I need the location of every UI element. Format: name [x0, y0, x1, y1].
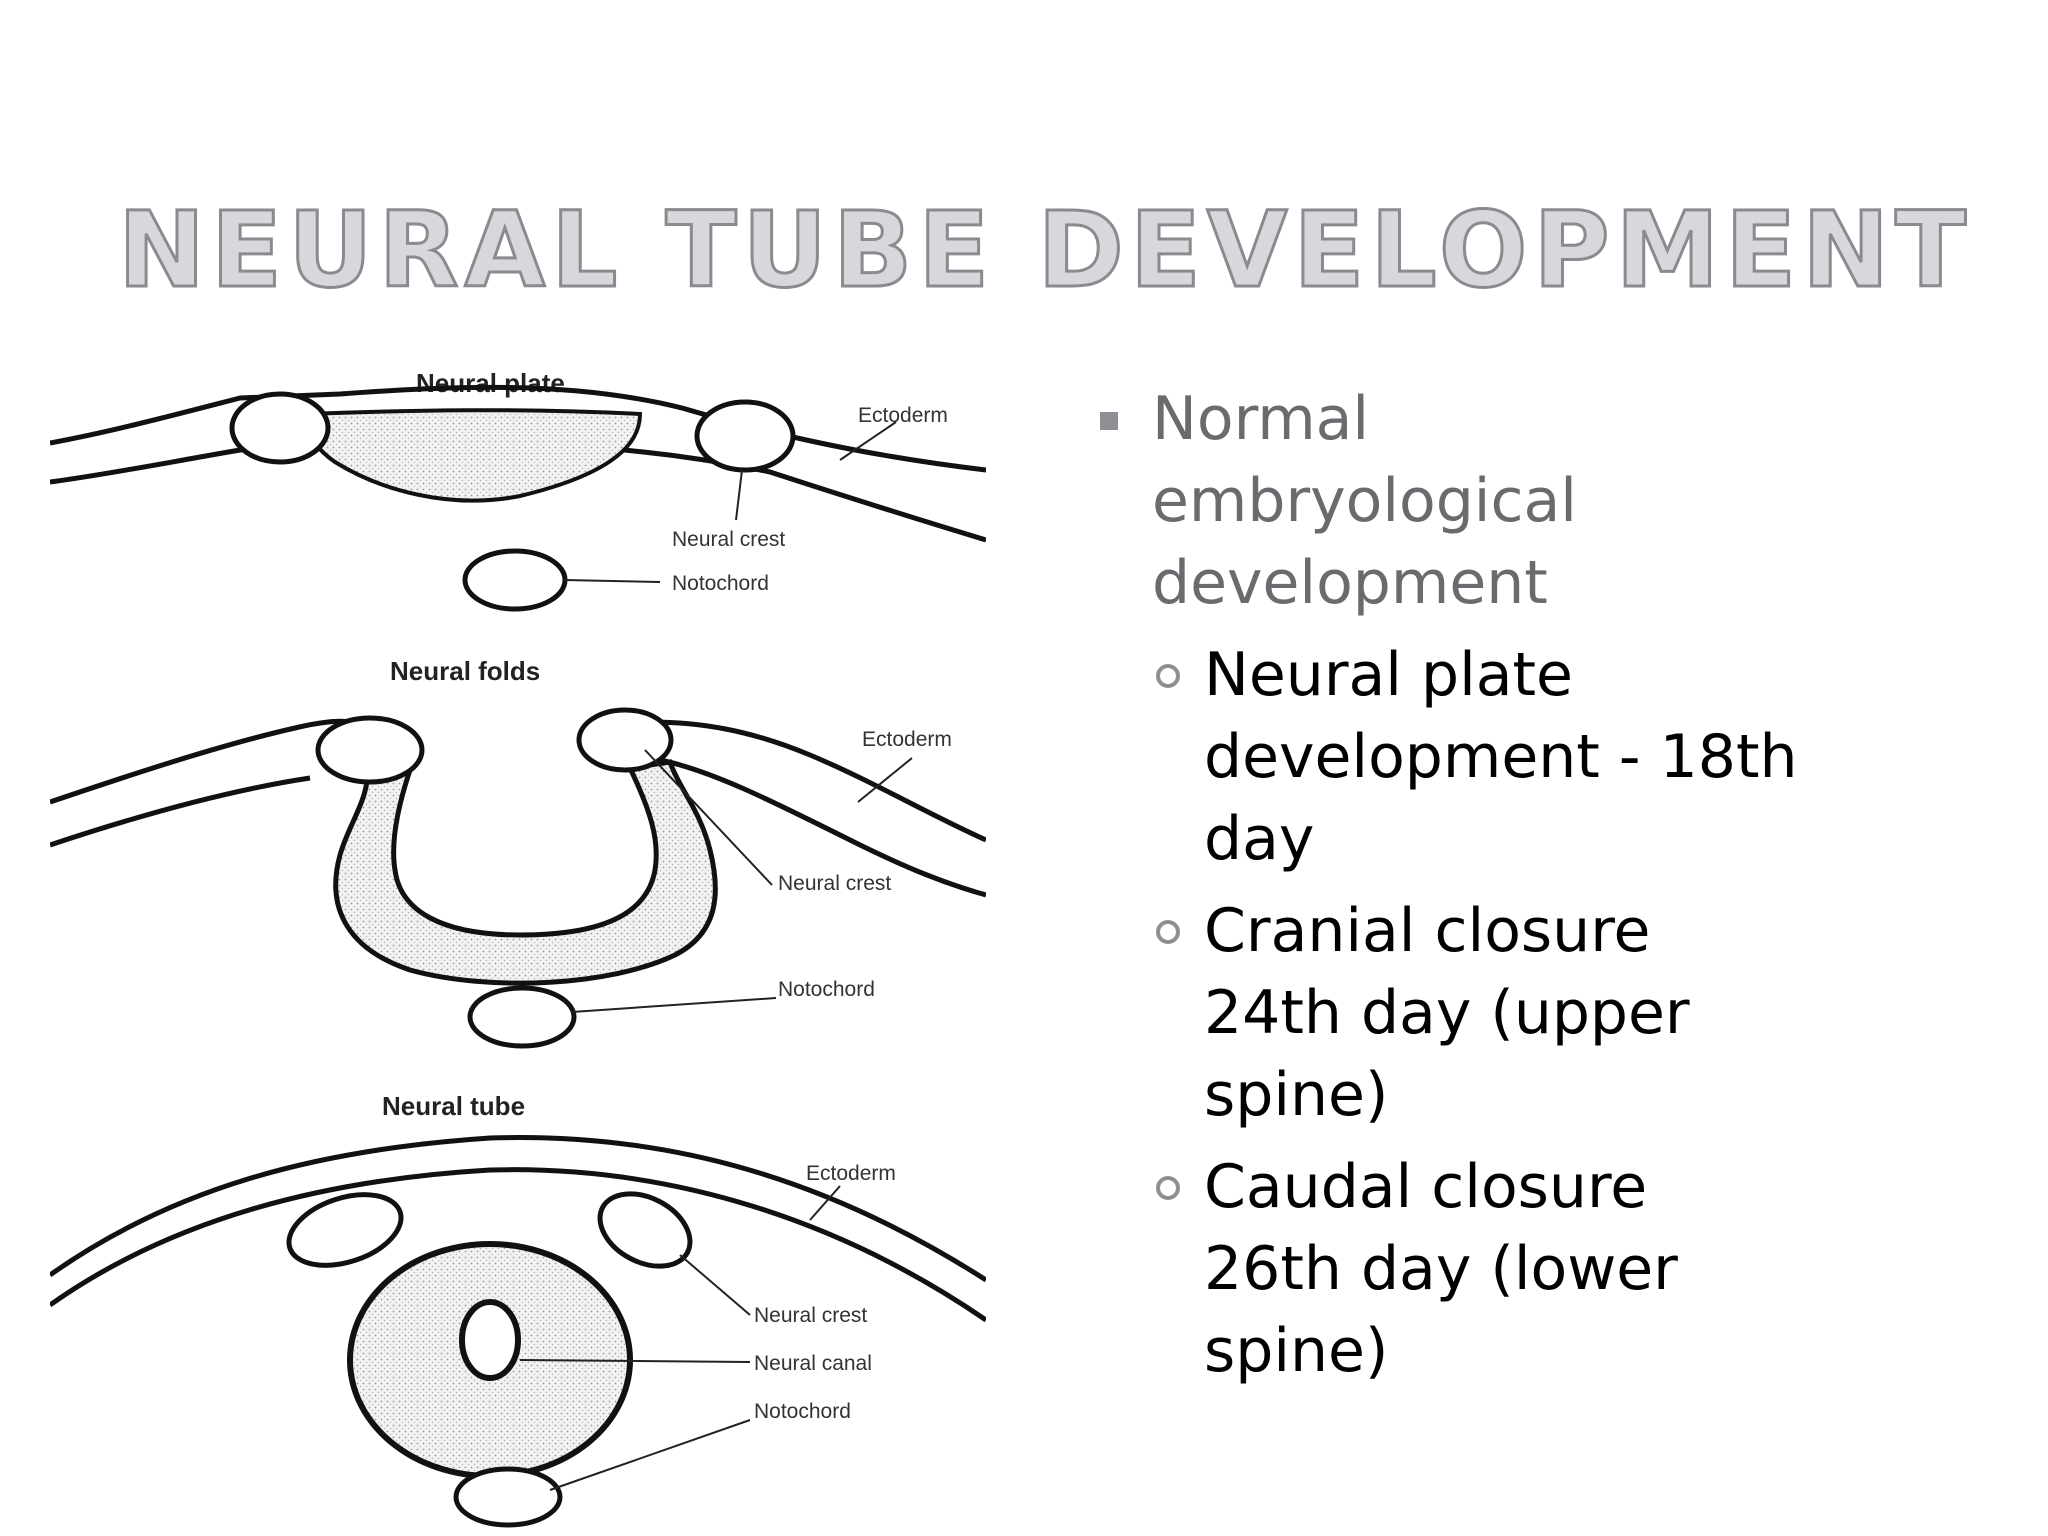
ectoderm-line [50, 1135, 986, 1283]
bullet-sub-text: Cranial closure 24th day (upper spine) [1204, 896, 1690, 1130]
stage-neural-tube: Neural tube Ectoderm Neural crest Neural… [50, 1091, 986, 1528]
ectoderm-line [659, 757, 986, 898]
stage-title-neural-tube: Neural tube [382, 1091, 525, 1121]
neural-crest-oval [576, 707, 674, 773]
circle-bullet-icon [1156, 920, 1180, 944]
circle-bullet-icon [1156, 1176, 1180, 1200]
stage-title-neural-plate: Neural plate [416, 368, 565, 398]
notochord-oval [453, 1466, 563, 1528]
label-ectoderm: Ectoderm [858, 404, 948, 427]
ectoderm-line [50, 1167, 986, 1323]
neural-plate-shape [306, 408, 643, 503]
label-notochord: Notochord [672, 572, 769, 595]
ectoderm-line [50, 384, 986, 473]
label-neural-crest: Neural crest [778, 872, 891, 895]
neural-crest-oval [597, 1191, 693, 1269]
neural-crest-oval [229, 391, 331, 465]
notochord-oval [462, 548, 568, 612]
bullet-main-text: Normal embryological development [1152, 384, 1577, 618]
neural-crest-oval [315, 715, 425, 785]
label-ectoderm: Ectoderm [862, 728, 952, 751]
stage-neural-plate: Neural plate Ectoderm Neural crest Notoc… [50, 368, 986, 612]
bullet-sub-text: Caudal closure 26th day (lower spine) [1204, 1152, 1678, 1386]
label-neural-crest: Neural crest [672, 528, 785, 551]
slide-title: NEURAL TUBE DEVELOPMENT [116, 189, 1973, 311]
bullet-sub: Caudal closure 26th day (lower spine) [1152, 1146, 1800, 1392]
ectoderm-line [50, 718, 351, 805]
stage-neural-folds: Neural folds Ectoderm Neural crest Notoc… [50, 656, 986, 1049]
label-notochord: Notochord [778, 978, 875, 1001]
bullet-sub: Neural plate development - 18th day [1152, 634, 1800, 880]
neural-canal-oval [459, 1299, 521, 1381]
bullet-main: Normal embryological development [1100, 378, 1800, 624]
neural-crest-oval [286, 1192, 404, 1268]
stage-title-neural-folds: Neural folds [390, 656, 540, 686]
bullet-list: Normal embryological development Neural … [1100, 378, 1800, 1392]
circle-bullet-icon [1156, 664, 1180, 688]
ectoderm-line [649, 719, 986, 843]
label-neural-crest: Neural crest [754, 1304, 867, 1327]
notochord-oval [467, 985, 577, 1049]
ectoderm-line [50, 775, 311, 848]
neural-tube-diagram: Neural plate Ectoderm Neural crest Notoc… [50, 350, 986, 1536]
neural-fold-shape [333, 758, 718, 986]
label-notochord: Notochord [754, 1400, 851, 1423]
square-bullet-icon [1100, 412, 1118, 430]
neural-crest-oval [694, 399, 796, 473]
label-ectoderm: Ectoderm [806, 1162, 896, 1185]
label-neural-canal: Neural canal [754, 1352, 872, 1375]
bullet-sub: Cranial closure 24th day (upper spine) [1152, 890, 1800, 1136]
bullet-sub-text: Neural plate development - 18th day [1204, 640, 1798, 874]
